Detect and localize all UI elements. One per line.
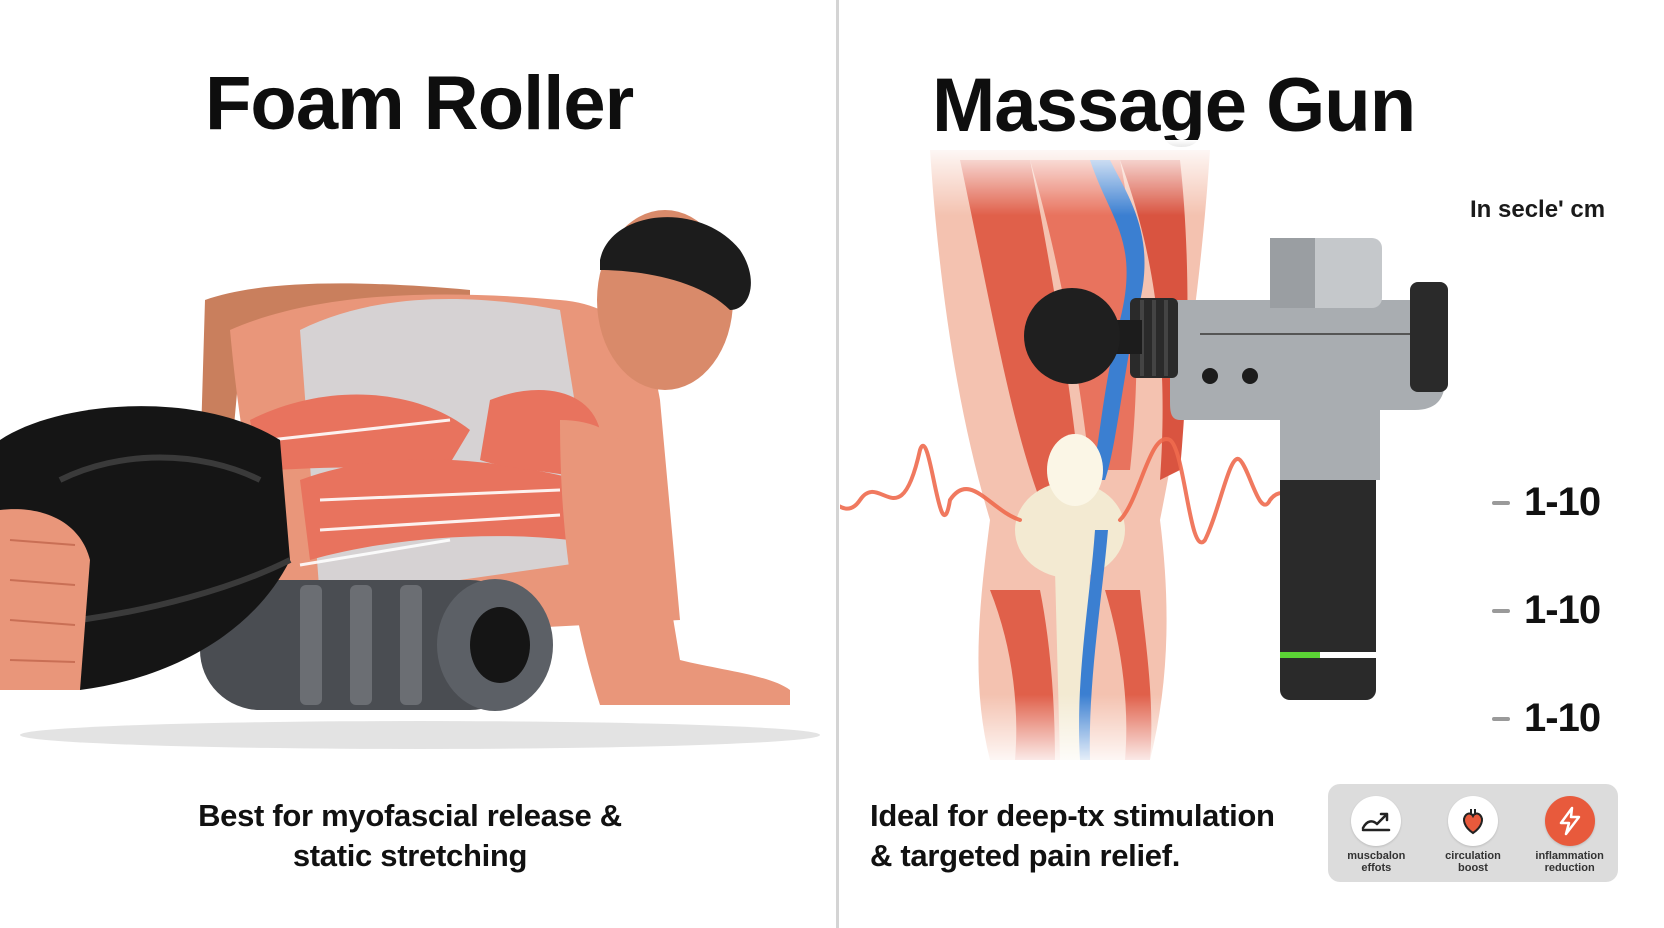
gun-body — [1170, 300, 1445, 480]
massage-head — [1024, 288, 1120, 384]
gun-top-shade — [1270, 238, 1315, 308]
vibration-wave-left — [840, 443, 1022, 522]
scale-tick — [1492, 716, 1510, 721]
foam-roller-title: Foam Roller — [205, 61, 634, 146]
panel-divider — [836, 0, 839, 928]
benefit-label-line1: inflammation — [1535, 850, 1604, 862]
benefit-label-line1: muscbalon — [1347, 850, 1406, 862]
scale-value: 1-10 — [1524, 480, 1601, 524]
benefit-label: muscbalon effots — [1347, 850, 1405, 874]
gun-handle — [1280, 470, 1376, 700]
foam-roller-panel: Foam Roller — [0, 61, 820, 876]
foam-roller-illustration — [0, 210, 820, 749]
vibration-wave-right — [1118, 437, 1322, 545]
massage-gun-caption-line2: & targeted pain relief. — [870, 838, 1181, 873]
benefit-muscle: muscbalon effots — [1331, 796, 1421, 874]
scale-tick — [1492, 608, 1510, 613]
massage-gun-panel: Massage Gun — [840, 0, 1664, 928]
benefit-label-line2: reduction — [1544, 862, 1595, 874]
leg-fade — [920, 140, 1220, 770]
massage-gun-caption-line1: Ideal for deep-tx stimulation — [870, 798, 1275, 833]
massage-gun-device — [1024, 238, 1448, 700]
floor-shadow — [20, 721, 820, 749]
benefit-label: circulation boost — [1445, 850, 1501, 874]
back-muscle-left — [250, 394, 470, 480]
scale-row: 1-10 — [1492, 480, 1601, 525]
gun-button-2 — [1242, 368, 1258, 384]
scale-row: 1-10 — [1492, 696, 1601, 741]
benefit-label: inflammation reduction — [1535, 850, 1603, 874]
massage-gun-caption: Ideal for deep-tx stimulation & targeted… — [870, 796, 1310, 876]
benefit-label-line1: circulation — [1445, 850, 1501, 862]
back-muscle-center — [300, 459, 580, 560]
scale-value: 1-10 — [1524, 588, 1601, 632]
front-arm — [560, 420, 790, 705]
benefit-label-line2: boost — [1458, 862, 1488, 874]
benefit-inflammation: inflammation reduction — [1525, 796, 1615, 874]
hair — [600, 217, 751, 310]
gun-handle-indicator — [1280, 652, 1320, 658]
foam-roller-caption: Best for myofascial release & static str… — [170, 796, 650, 876]
benefit-circulation: circulation boost — [1428, 796, 1518, 874]
foam-roller-hole — [470, 607, 530, 683]
scale-tick — [1492, 500, 1510, 505]
benefit-label-line2: effots — [1361, 862, 1392, 874]
gun-handle-band — [1280, 652, 1376, 658]
gun-button-1 — [1202, 368, 1218, 384]
lightning-icon — [1544, 796, 1595, 846]
thigh — [0, 509, 90, 690]
muscle-icon — [1351, 796, 1402, 846]
thigh-striations — [9, 539, 76, 663]
benefits-panel: muscbalon effots circulation boost — [1328, 784, 1618, 882]
shorts-seam-lower — [79, 557, 292, 623]
scale-value: 1-10 — [1524, 696, 1601, 740]
shorts-seam — [58, 454, 262, 483]
heart-icon — [1447, 796, 1498, 846]
foam-roller-caption-line2: static stretching — [292, 838, 528, 873]
scale-row: 1-10 — [1492, 588, 1601, 633]
foam-roller-ridges — [300, 585, 422, 705]
massage-gun-title: Massage Gun — [932, 63, 1416, 148]
foam-roller-caption-line1: Best for myofascial release & — [198, 798, 622, 833]
gun-back-cap — [1410, 282, 1448, 392]
massage-gun-illustration — [840, 140, 1448, 770]
muscle-striations — [269, 418, 561, 567]
scale-note: In secle' cm — [1470, 196, 1606, 223]
